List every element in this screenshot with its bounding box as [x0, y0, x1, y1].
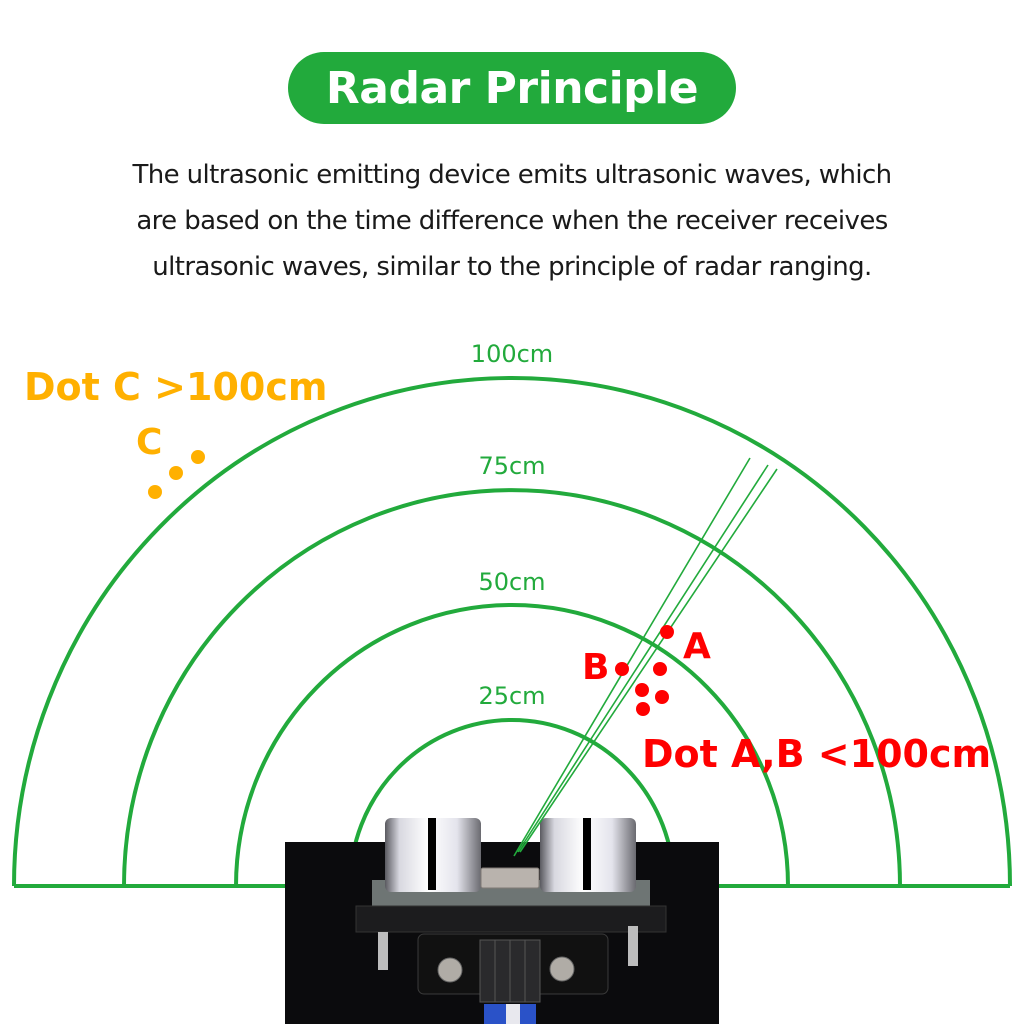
transducer-slot — [428, 818, 436, 890]
screw-icon — [437, 957, 463, 983]
description-line: are based on the time difference when th… — [136, 206, 888, 236]
dot-a-letter: A — [683, 626, 711, 667]
ring-50cm — [234, 603, 790, 887]
standoff-bolt — [628, 926, 638, 966]
description-text: The ultrasonic emitting device emits ult… — [40, 152, 984, 290]
title-badge: Radar Principle — [288, 52, 736, 124]
dot-ab-points — [615, 625, 674, 716]
cable-wire-white — [506, 1004, 520, 1024]
dot-c-caption: Dot C >100cm — [24, 365, 327, 409]
screw-icon — [549, 956, 575, 982]
transducer-slot — [583, 818, 591, 890]
dot-b-letter: B — [582, 647, 609, 688]
description-line: The ultrasonic emitting device emits ult… — [132, 160, 892, 190]
dot-c-letter: C — [136, 422, 162, 463]
ring-75cm — [122, 488, 902, 887]
mount-bracket — [355, 905, 667, 933]
ring-label-25cm: 25cm — [478, 682, 545, 710]
dot-b — [615, 662, 629, 676]
ultrasonic-sensor-device — [285, 818, 719, 1024]
description-line: ultrasonic waves, similar to the princip… — [152, 252, 872, 282]
ring-label-50cm: 50cm — [478, 568, 545, 596]
ring-label-100cm: 100cm — [471, 340, 553, 368]
ring-100cm — [12, 376, 1012, 887]
dot-ab-caption: Dot A,B <100cm — [642, 732, 991, 776]
crystal-oscillator — [480, 867, 540, 889]
ultrasonic-beam — [513, 457, 778, 857]
ring-25cm — [348, 718, 676, 887]
standoff-bolt — [378, 932, 388, 970]
dot-a — [660, 625, 674, 639]
ring-label-75cm: 75cm — [478, 452, 545, 480]
page-title: Radar Principle — [325, 62, 699, 114]
dot-c-points — [148, 450, 205, 499]
